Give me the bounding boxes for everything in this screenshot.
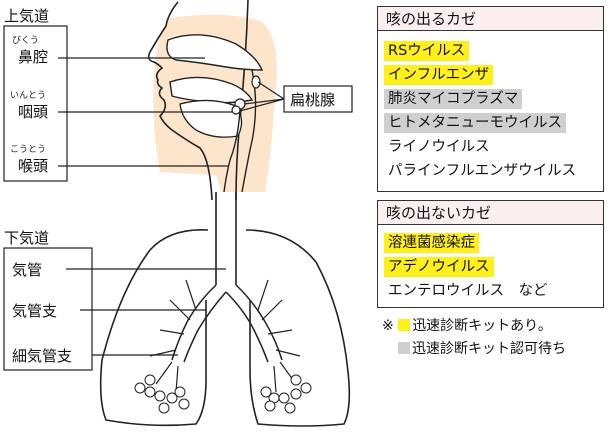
cough-cold-title: 咳の出るカゼ	[378, 7, 603, 31]
head-profile	[147, 1, 213, 201]
tonsil-upper	[251, 75, 261, 89]
upper-airway-title: 上気道	[4, 7, 50, 25]
legend-gray-text: 迅速診断キット認可待ち	[412, 341, 566, 357]
larynx-label: 喉頭	[18, 157, 49, 175]
alveoli-right	[260, 374, 312, 414]
bronchial-branches-right	[257, 279, 301, 393]
larynx-reading: こうとう	[10, 145, 47, 155]
leader-tonsil-2	[243, 98, 285, 105]
lower-airway-title: 下気道	[4, 229, 50, 247]
no-cough-cold-title: 咳の出ないカゼ	[378, 201, 603, 225]
cough-item-parainfluenza: パラインフルエンザウイルス	[388, 163, 577, 179]
leader-tonsil-3	[239, 98, 285, 112]
leader-tonsil-1	[257, 81, 285, 100]
oral-cavity-outline	[169, 76, 254, 104]
tongue	[179, 99, 243, 138]
tonsil-label: 扁桃腺	[290, 91, 336, 109]
bronchus-label: 気管支	[12, 302, 58, 320]
nasal-cavity-reading: びくう	[12, 36, 39, 46]
cough-item-rs: RSウイルス	[384, 41, 470, 61]
cough-item-metapneumovirus: ヒトメタニューモウイルス	[384, 113, 566, 133]
cough-item-influenza: インフルエンザ	[384, 65, 494, 85]
legend-yellow: ※ 迅速診断キットあり。	[382, 317, 552, 335]
left-lung	[99, 229, 209, 427]
legend-gray: 迅速診断キット認可待ち	[398, 340, 566, 358]
nasal-cavity-outline	[166, 34, 264, 71]
no-cough-item-enterovirus: エンテロウイルス など	[388, 283, 548, 299]
tonsil-mid	[231, 105, 241, 115]
cough-cold-box: 咳の出るカゼ RSウイルス インフルエンザ 肺炎マイコプラズマ ヒトメタニューモ…	[377, 6, 604, 192]
alveoli-left	[134, 374, 190, 414]
legend-yellow-text: 迅速診断キットあり。	[412, 318, 552, 334]
pharynx-wall-inner	[223, 109, 241, 193]
cough-item-rhinovirus: ライノウイルス	[388, 139, 490, 155]
legend-mark: ※	[382, 318, 394, 334]
yellow-swatch-icon	[398, 319, 411, 331]
lower-airway-box	[3, 247, 93, 371]
bronchus-left	[171, 284, 217, 361]
bronchial-branches-left	[149, 279, 197, 393]
pharynx-reading: いんとう	[10, 91, 47, 101]
pharynx-wall	[241, 69, 257, 193]
right-lung	[245, 229, 351, 427]
bronchus-left-inner	[183, 291, 227, 363]
tonsil-label-box	[283, 85, 353, 113]
no-cough-item-adenovirus: アデノウイルス	[384, 257, 494, 277]
trachea-label: 気管	[12, 261, 43, 279]
bronchiole-label: 細気管支	[12, 347, 73, 365]
bronchus-right-inner	[225, 291, 269, 363]
cough-item-mycoplasma: 肺炎マイコプラズマ	[384, 89, 523, 109]
gray-swatch-icon	[398, 342, 410, 354]
nasal-cavity-label: 鼻腔	[18, 48, 49, 66]
upper-airway-box	[3, 25, 68, 182]
no-cough-cold-box: 咳の出ないカゼ 溶連菌感染症 アデノウイルス エンテロウイルス など	[377, 200, 604, 308]
no-cough-item-strep: 溶連菌感染症	[384, 233, 479, 253]
pharynx-label: 咽頭	[18, 103, 49, 121]
bronchus-right	[235, 284, 283, 361]
